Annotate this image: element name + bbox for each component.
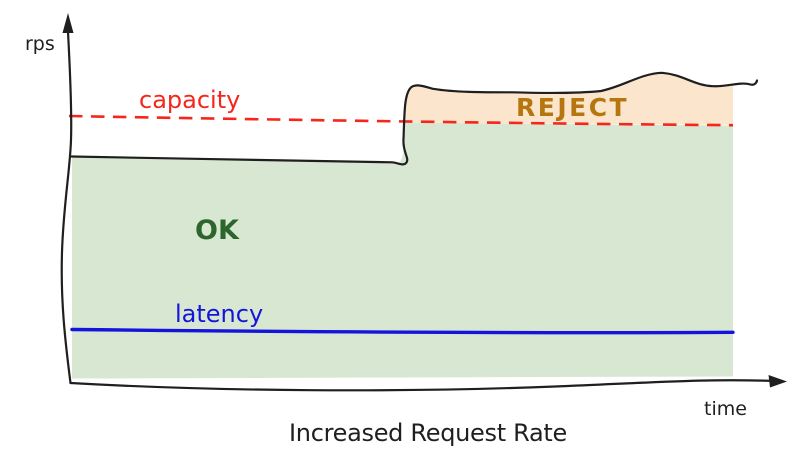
x-axis-arrowhead-icon xyxy=(768,375,787,388)
ok-region xyxy=(72,122,733,379)
y-axis xyxy=(60,30,73,385)
y-axis-arrowhead-icon xyxy=(62,13,74,33)
x-axis xyxy=(69,379,776,392)
capacity-label: capacity xyxy=(139,86,240,114)
y-axis-label: rps xyxy=(25,33,55,55)
latency-label: latency xyxy=(175,300,263,328)
latency-line xyxy=(70,327,735,335)
reject-region xyxy=(404,72,733,125)
ok-label: OK xyxy=(195,215,240,246)
reject-label: REJECT xyxy=(516,93,629,122)
chart-title: Increased Request Rate xyxy=(289,419,567,447)
request-rate-curve xyxy=(70,71,759,166)
x-axis-label: time xyxy=(704,398,747,420)
